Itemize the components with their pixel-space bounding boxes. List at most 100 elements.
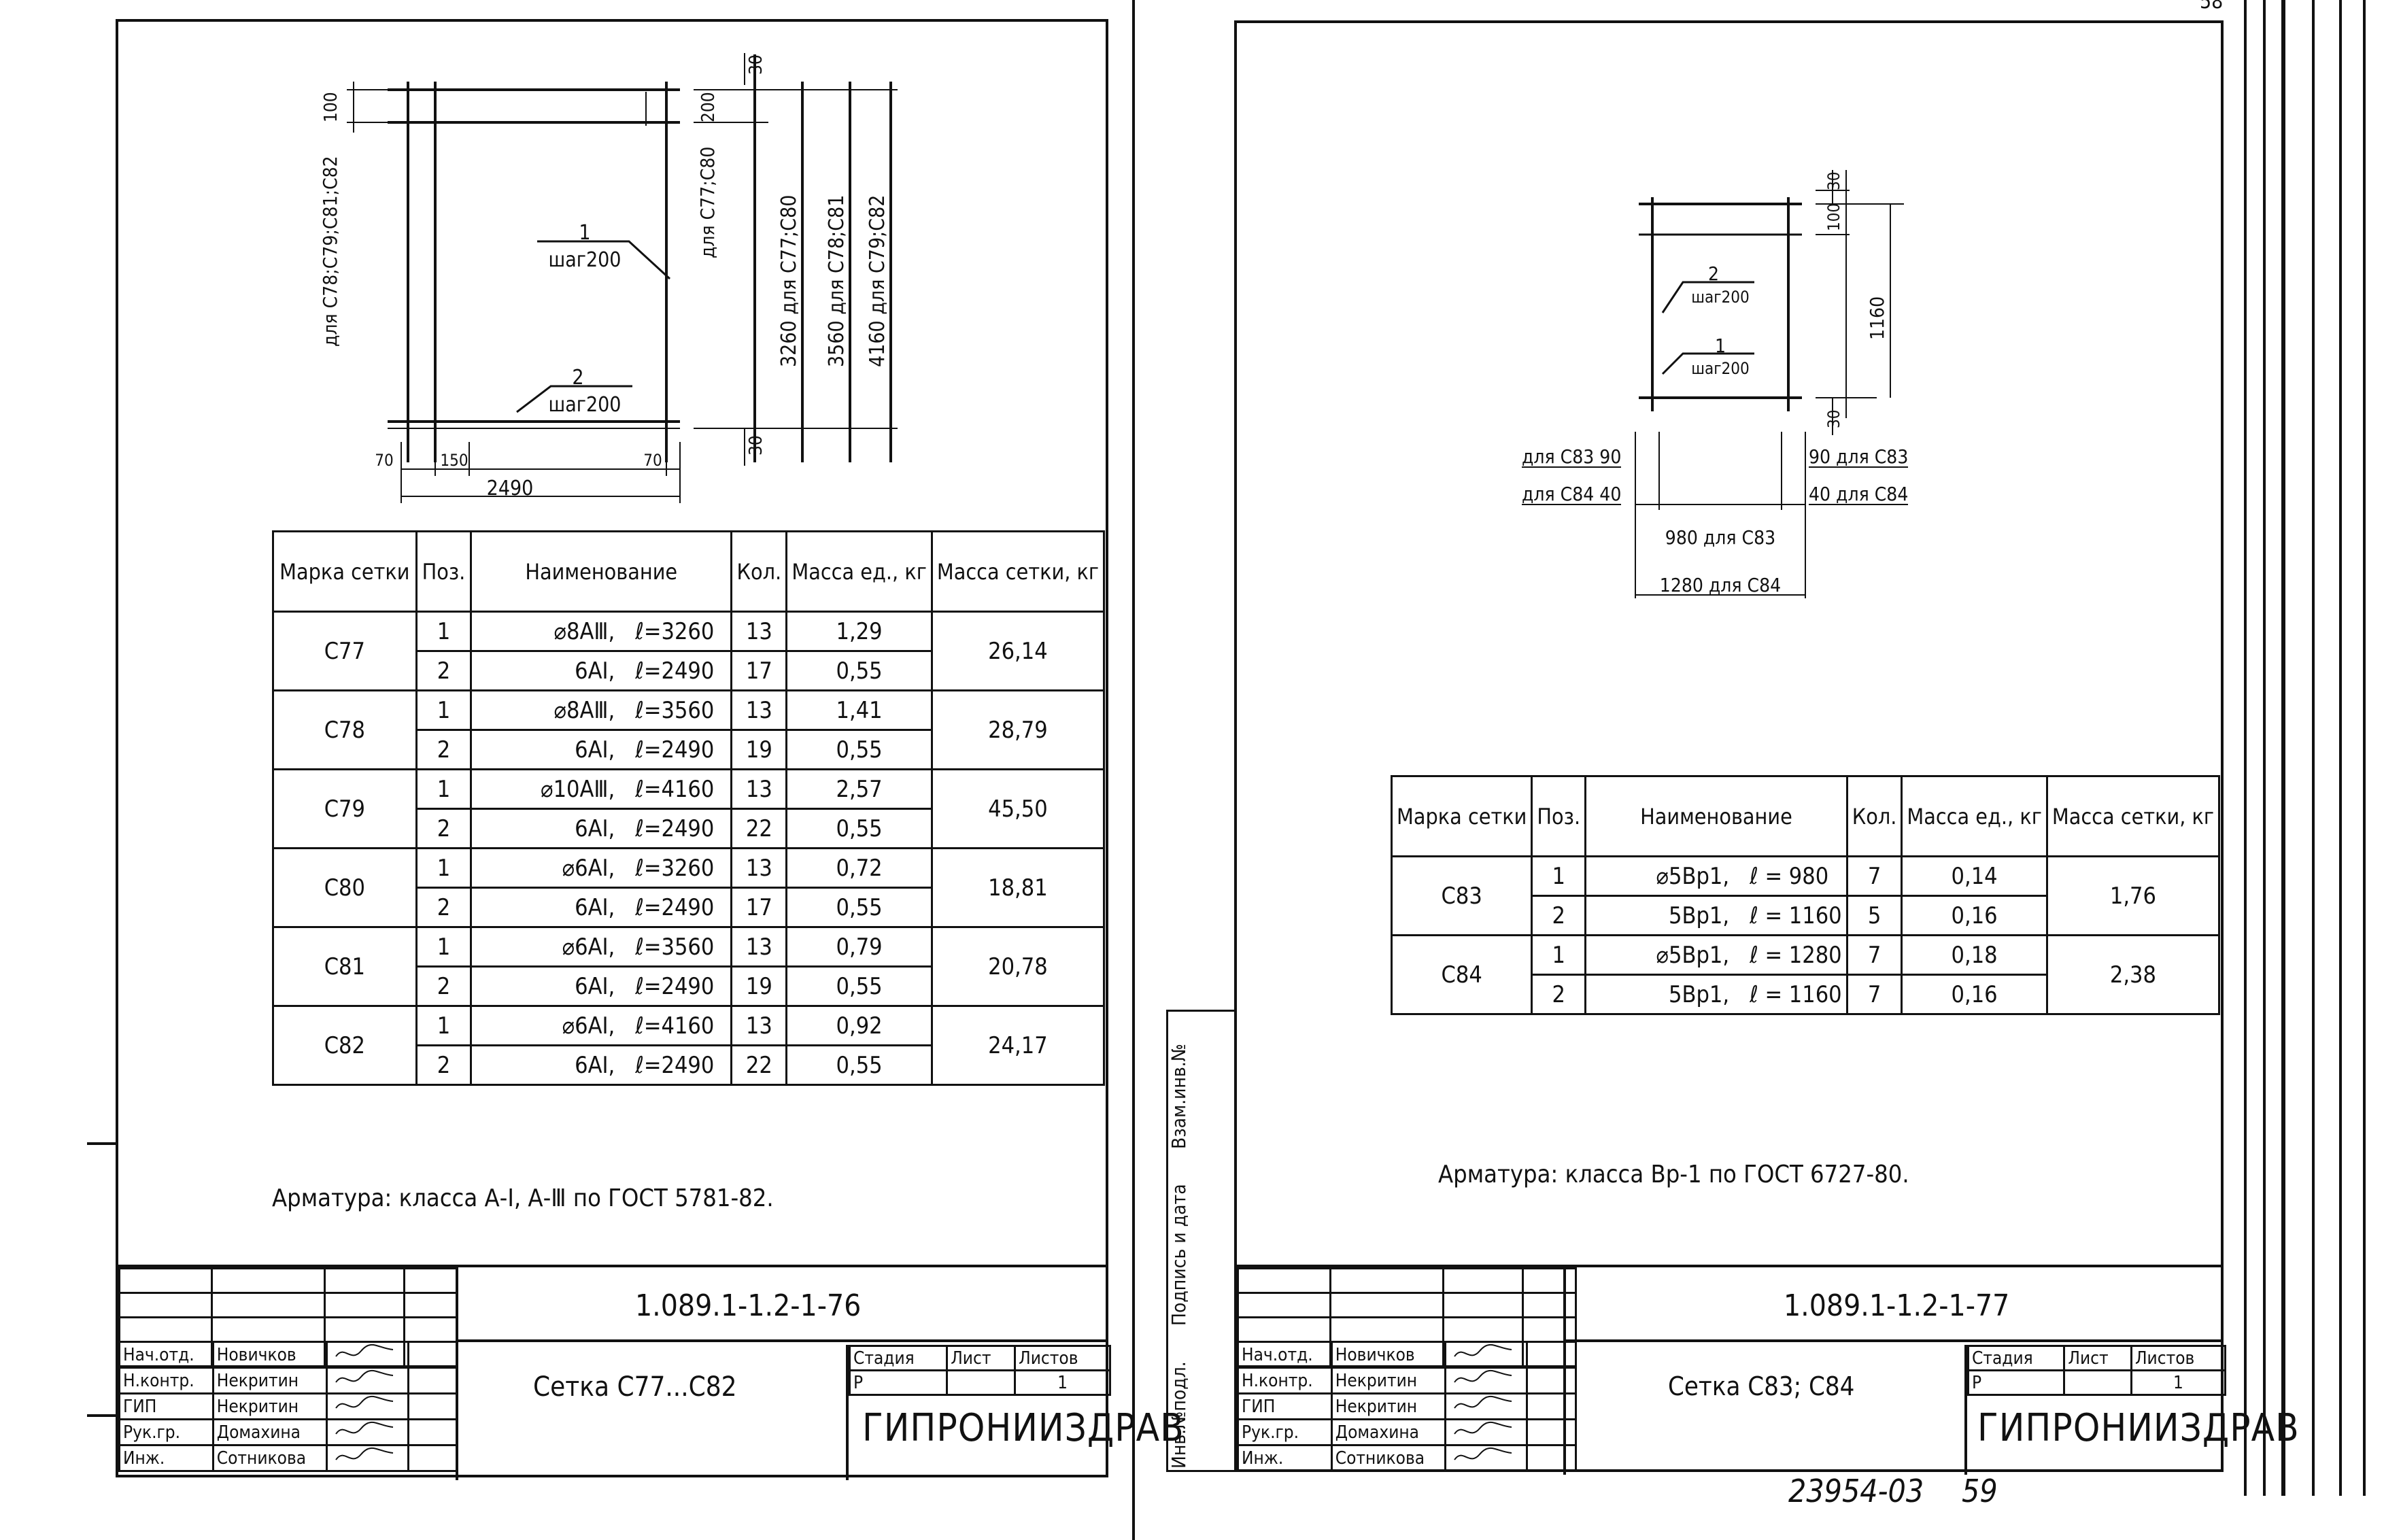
person-name: Некритин <box>1330 1392 1447 1420</box>
quantity: 13 <box>730 926 788 968</box>
left-org: ГИПРОНИИЗДРАВ <box>862 1406 1185 1450</box>
bar-length: ℓ = 1160 <box>1750 902 1842 929</box>
unit-mass: 2,57 <box>785 768 933 810</box>
mesh-total-mass: 1,76 <box>2045 855 2221 936</box>
signature <box>326 1341 409 1369</box>
signature-row: Рук.гр.Домахина <box>1237 1418 1578 1446</box>
left-dim-c83: для С83 90 <box>1522 445 1622 468</box>
side-label-strip <box>1166 1010 1234 1472</box>
col-unit-mass: Масса ед., кг <box>1901 775 2048 857</box>
quantity: 17 <box>730 650 788 691</box>
unit-mass: 0,79 <box>785 926 933 968</box>
binding-line <box>2339 0 2342 1496</box>
height-c79-c82: 4160 для С79;С82 <box>866 195 889 367</box>
signature-scribble <box>335 1344 394 1357</box>
dim-1160: 1160 <box>1866 296 1888 340</box>
bar-name: 6АⅠ,ℓ=2490 <box>470 887 733 928</box>
bar-diameter: 6АⅠ, <box>575 736 615 764</box>
left-dim-c84: для С84 40 <box>1522 483 1622 505</box>
bar-diameter: ⌀6АⅠ, <box>562 933 615 961</box>
quantity: 7 <box>1845 855 1903 897</box>
role: Инж. <box>1237 1444 1333 1472</box>
position: 1 <box>415 611 473 652</box>
role: Н.контр. <box>1237 1367 1333 1394</box>
label-200-for: для С77;С80 <box>696 147 719 258</box>
signature-row: Инж.Сотникова <box>118 1444 459 1472</box>
mesh-total-mass: 2,38 <box>2045 934 2221 1015</box>
right-mesh-drawing: 2 шаг200 1 шаг200 980 для С83 1280 для С… <box>1635 170 1904 598</box>
mesh-total-mass: 45,50 <box>930 768 1106 849</box>
corner-number: 58 <box>2200 0 2224 14</box>
bar-length: ℓ=3260 <box>635 617 715 645</box>
bar-name: ⌀5Вр1,ℓ = 980 <box>1584 855 1848 897</box>
col-mark: Марка сетки <box>272 530 418 613</box>
left-spec-table: Марка сетки Поз. Наименование Кол. Масса… <box>272 530 1106 1086</box>
sheet <box>946 1369 1017 1396</box>
signature-scribble <box>335 1421 394 1435</box>
quantity: 13 <box>730 1005 788 1046</box>
col-total-mass: Масса сетки, кг <box>2045 775 2221 857</box>
col-pos: Поз. <box>415 530 473 613</box>
position: 1 <box>415 768 473 810</box>
bar-name: 5Вр1,ℓ = 1160 <box>1584 895 1848 936</box>
bar-diameter: 6АⅠ, <box>575 657 615 685</box>
bar-diameter: ⌀8АⅢ, <box>554 617 615 645</box>
bar-length: ℓ=2490 <box>635 972 715 1000</box>
role: Рук.гр. <box>118 1418 214 1446</box>
position: 2 <box>415 650 473 691</box>
signature <box>326 1418 409 1446</box>
bar-diameter: 6АⅠ, <box>575 1051 615 1079</box>
bar-name: ⌀5Вр1,ℓ = 1280 <box>1584 934 1848 976</box>
left-margin-line <box>87 1142 116 1145</box>
col-name: Наименование <box>1584 775 1848 857</box>
pos1-label: 1 <box>579 221 590 245</box>
bar-name: 6АⅠ, ℓ=2490 <box>470 965 733 1007</box>
signature <box>1444 1367 1528 1394</box>
bar-length: ℓ=2490 <box>635 1051 715 1079</box>
dim-200: 200 <box>698 92 719 122</box>
side-label-replace: Взам.инв.№ <box>1168 1043 1190 1149</box>
unit-mass: 0,72 <box>785 847 933 889</box>
bar-diameter: ⌀5Вр1, <box>1656 941 1730 969</box>
position: 1 <box>415 847 473 889</box>
position: 1 <box>415 1005 473 1046</box>
position: 2 <box>1531 974 1587 1015</box>
quantity: 22 <box>730 808 788 849</box>
person-name: Домахина <box>211 1418 328 1446</box>
person-name: Новичков <box>211 1341 328 1369</box>
right-note: Арматура: класса Вр-1 по ГОСТ 6727-80. <box>1438 1161 1909 1188</box>
label-100-for: для С78;С79;С81;С82 <box>319 156 341 347</box>
signature-row: Нач.отд.Новичков <box>1237 1341 1578 1369</box>
dim-width: 2490 <box>487 477 534 500</box>
unit-mass: 0,18 <box>1901 934 2048 976</box>
bar-diameter: ⌀6АⅠ, <box>562 1012 615 1040</box>
mesh-total-mass: 24,17 <box>930 1005 1106 1086</box>
bar-diameter: 5Вр1, <box>1669 980 1730 1008</box>
footer-page: 59 <box>1962 1473 1998 1509</box>
pos2-step: шаг200 <box>1691 288 1750 307</box>
signature-scribble <box>335 1369 394 1383</box>
unit-mass: 0,16 <box>1901 974 2048 1015</box>
person-name: Сотникова <box>211 1444 328 1472</box>
dim-30-top: 30 <box>1824 172 1843 190</box>
bar-diameter: 6АⅠ, <box>575 972 615 1000</box>
position: 2 <box>415 808 473 849</box>
bar-length: ℓ=2490 <box>635 657 715 685</box>
width-c83: 980 для С83 <box>1665 526 1775 549</box>
signature-scribble <box>1454 1395 1512 1409</box>
sheets: 1 <box>1014 1369 1111 1396</box>
right-org: ГИПРОНИИЗДРАВ <box>1977 1406 2300 1450</box>
position: 1 <box>415 689 473 731</box>
bar-name: ⌀8АⅢ,ℓ=3560 <box>470 689 733 731</box>
position: 2 <box>415 887 473 928</box>
bar-length: ℓ=4160 <box>635 1012 715 1040</box>
bar-name: ⌀6АⅠ,ℓ=3260 <box>470 847 733 889</box>
signature-row: Н.контр.Некритин <box>1237 1367 1578 1394</box>
